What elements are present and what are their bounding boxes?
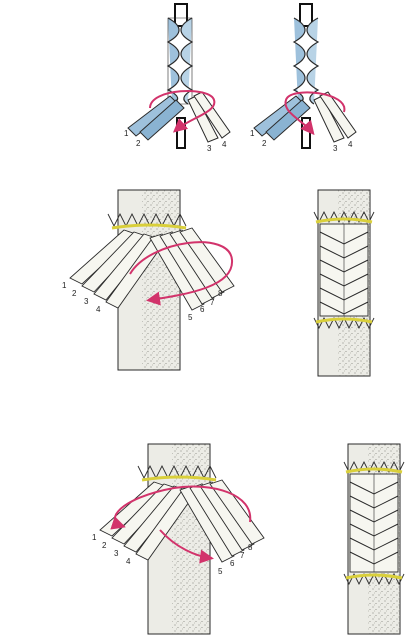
braid-column (292, 17, 320, 105)
strand-2 (265, 99, 311, 141)
binding-cord (345, 573, 403, 580)
binding-cord (315, 317, 373, 324)
mount-bracket (174, 3, 188, 27)
panel-top-right: 1 2 3 4 (250, 3, 357, 153)
binding-cord (315, 217, 373, 224)
strand-label: 6 (230, 559, 235, 568)
strand-label: 5 (188, 313, 193, 322)
strand-label: 4 (126, 557, 131, 566)
strand-label: 8 (248, 543, 253, 552)
fringe (343, 460, 405, 474)
strand-3 (313, 95, 345, 143)
fringe (107, 212, 187, 228)
panel-top-left: 1 2 3 4 (124, 3, 231, 153)
panel-bot-left: 1 2 3 4 5 6 7 8 (92, 443, 265, 635)
strand-label: 2 (102, 541, 107, 550)
right-strands (149, 227, 235, 311)
strand-label: 7 (240, 551, 245, 560)
strand-4 (319, 91, 357, 139)
panel-mid-right (313, 189, 375, 377)
finished-braid (319, 223, 369, 317)
direction-arrow (129, 241, 234, 306)
strand-label: 3 (114, 549, 119, 558)
fringe (137, 464, 217, 480)
strand-label: 4 (222, 140, 227, 149)
strand-label: 4 (348, 140, 353, 149)
direction-arrow (284, 91, 346, 136)
strand-label: 3 (84, 297, 89, 306)
direction-arrow (149, 90, 216, 133)
rod-stipple (142, 190, 180, 370)
mount-bracket (299, 3, 313, 27)
panel-bot-right (343, 443, 405, 635)
panel-mid-left: 1 2 3 4 5 6 7 8 (62, 189, 235, 371)
fringe (313, 210, 375, 224)
strand-label: 1 (92, 533, 97, 542)
strand-label: 1 (124, 129, 129, 138)
strand-label: 7 (210, 298, 215, 307)
strand-label: 2 (72, 289, 77, 298)
strand-label: 6 (200, 305, 205, 314)
strand-label: 4 (96, 305, 101, 314)
strand-label: 2 (136, 139, 141, 148)
braid-column (166, 17, 194, 105)
direction-arrow (159, 529, 214, 564)
binding-cord (345, 467, 403, 474)
direction-arrow (110, 485, 252, 530)
strand-label: 8 (218, 289, 223, 298)
mount-post (176, 117, 186, 149)
binding-cord (141, 475, 217, 482)
strand-label: 2 (262, 139, 267, 148)
strand-label: 3 (207, 144, 212, 153)
strand-label: 3 (333, 144, 338, 153)
strand-2 (139, 99, 185, 141)
strand-label: 1 (62, 281, 67, 290)
binding-cord (111, 223, 187, 230)
strand-3 (187, 95, 219, 143)
strand-label: 5 (218, 567, 223, 576)
finished-braid (349, 473, 399, 573)
strand-4 (193, 91, 231, 139)
strand-label: 1 (250, 129, 255, 138)
